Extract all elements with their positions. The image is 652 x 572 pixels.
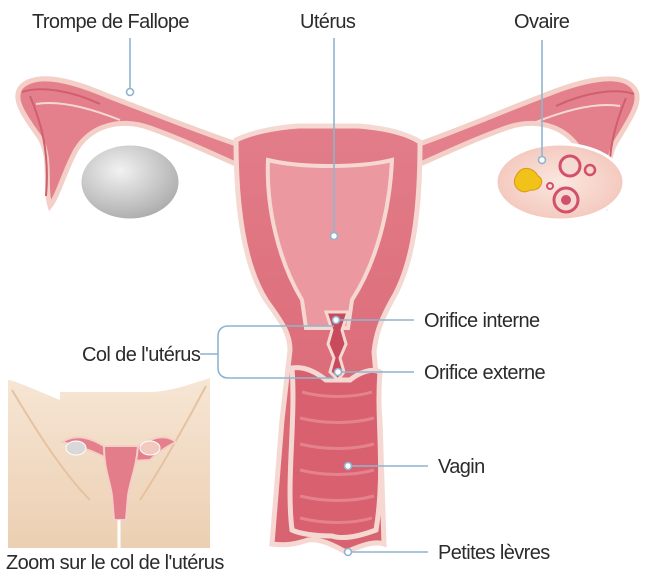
trompe-pointer-dot (127, 89, 134, 96)
uterus-pointer-dot (331, 233, 338, 240)
label-ovaire: Ovaire (514, 11, 570, 33)
vagin-pointer-dot (345, 463, 352, 470)
label-trompe-de-fallope: Trompe de Fallope (32, 11, 189, 33)
petites-levres-pointer-dot (345, 549, 352, 556)
left-ovary (80, 144, 180, 220)
right-ovary (496, 144, 624, 220)
label-orifice-externe: Orifice externe (424, 362, 546, 384)
label-col-de-l-uterus: Col de l'utérus (82, 344, 201, 366)
label-vagin: Vagin (438, 456, 485, 478)
label-petites-levres: Petites lèvres (438, 542, 550, 564)
ovaire-pointer-dot (539, 157, 546, 164)
zoom-inset (8, 378, 210, 548)
label-zoom-caption: Zoom sur le col de l'utérus (6, 552, 224, 572)
orifice-interne-dot (333, 317, 340, 324)
label-uterus: Utérus (300, 11, 356, 33)
orifice-externe-dot (335, 369, 342, 376)
label-orifice-interne: Orifice interne (424, 310, 540, 332)
uterus-body (236, 126, 420, 552)
